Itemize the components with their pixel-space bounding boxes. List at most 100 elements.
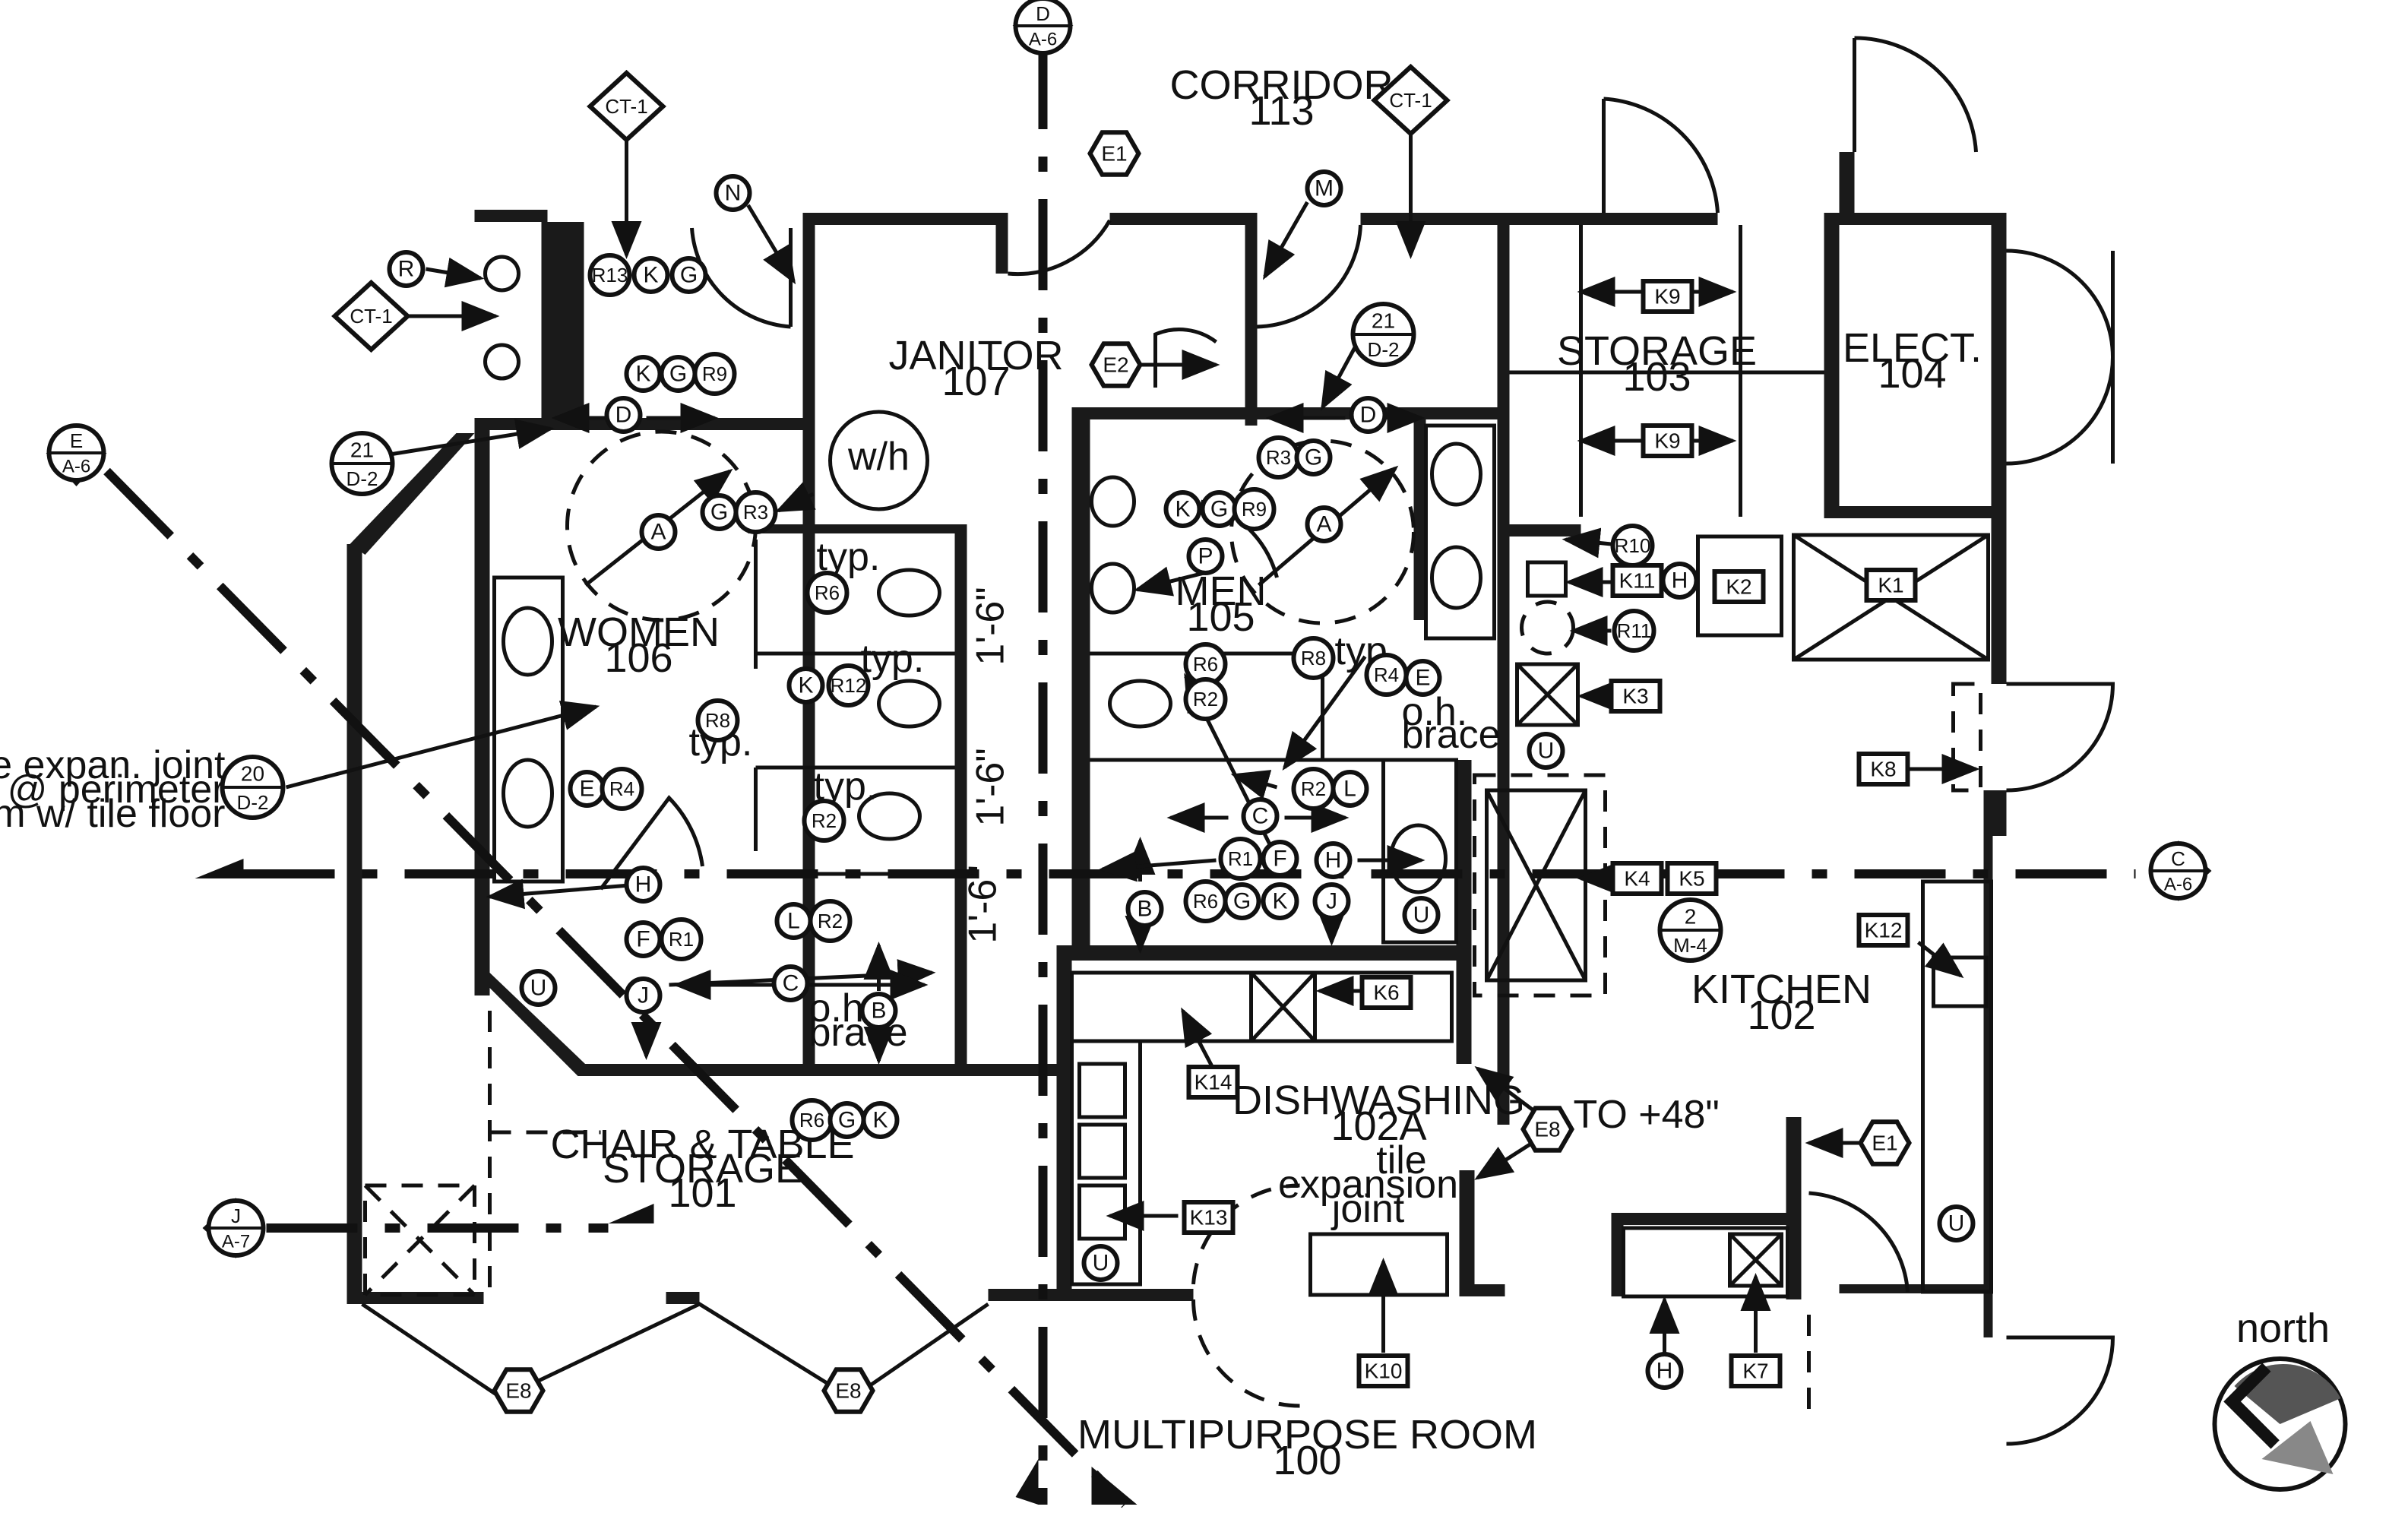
box-tag: K9 bbox=[1641, 279, 1694, 314]
svg-text:A-6: A-6 bbox=[2164, 875, 2192, 895]
circle-tag: C bbox=[1241, 797, 1280, 835]
circle-tag: E bbox=[1403, 659, 1442, 697]
box-tag: K1 bbox=[1864, 568, 1918, 603]
svg-text:21: 21 bbox=[1372, 309, 1395, 333]
circle-tag: K bbox=[624, 355, 663, 393]
svg-text:K: K bbox=[872, 1108, 888, 1133]
svg-text:CT-1: CT-1 bbox=[1389, 89, 1432, 112]
section-lines bbox=[103, 38, 2136, 1508]
svg-text:R10: R10 bbox=[1615, 534, 1651, 557]
svg-text:H: H bbox=[1656, 1359, 1673, 1384]
svg-text:A-7: A-7 bbox=[222, 1232, 250, 1252]
circle-tag: R8 bbox=[695, 698, 740, 742]
svg-text:R4: R4 bbox=[1374, 663, 1399, 686]
svg-text:D: D bbox=[615, 403, 632, 428]
note-wh: w/h bbox=[847, 435, 910, 479]
svg-text:A-6: A-6 bbox=[1029, 30, 1057, 50]
svg-text:R4: R4 bbox=[609, 777, 634, 800]
svg-text:R: R bbox=[398, 257, 415, 282]
diamond-tag: CT-1 bbox=[587, 69, 666, 144]
svg-text:C: C bbox=[1252, 804, 1269, 829]
svg-text:K8: K8 bbox=[1870, 758, 1896, 781]
box-tag: K6 bbox=[1359, 975, 1413, 1010]
box-tag: K13 bbox=[1182, 1200, 1236, 1235]
note-dim-2: 1'-6" bbox=[969, 748, 1013, 827]
svg-text:K1: K1 bbox=[1878, 574, 1903, 597]
circle-tag: U bbox=[1937, 1204, 1976, 1242]
circle-tag: U bbox=[1402, 896, 1441, 934]
room-number-men: 105 bbox=[1186, 594, 1255, 640]
svg-text:R6: R6 bbox=[1193, 653, 1218, 676]
circle-tag: R6 bbox=[1183, 879, 1228, 923]
svg-text:K2: K2 bbox=[1726, 575, 1751, 599]
svg-text:D: D bbox=[1036, 2, 1050, 25]
circle-tag: G bbox=[669, 256, 708, 294]
svg-text:R8: R8 bbox=[1301, 647, 1326, 669]
svg-text:K: K bbox=[798, 673, 813, 698]
circle-tag: R2 bbox=[1291, 767, 1336, 811]
circle-tag: J bbox=[624, 976, 663, 1014]
fixtures bbox=[361, 36, 2115, 1446]
box-tag: K3 bbox=[1609, 679, 1663, 714]
circle-tag: B bbox=[859, 992, 898, 1030]
room-number-women: 106 bbox=[604, 635, 672, 681]
circle-tag: G bbox=[700, 493, 739, 531]
svg-text:H: H bbox=[1325, 848, 1342, 873]
box-tag: K9 bbox=[1641, 423, 1694, 458]
svg-text:R1: R1 bbox=[1228, 847, 1253, 870]
svg-text:R3: R3 bbox=[1266, 446, 1291, 469]
svg-text:K: K bbox=[643, 263, 658, 288]
section-marker: J A-7 bbox=[202, 1198, 266, 1258]
circle-tag: R bbox=[387, 250, 426, 288]
svg-text:E8: E8 bbox=[1534, 1118, 1560, 1141]
section-marker: CA-6 bbox=[2148, 840, 2212, 901]
svg-text:J: J bbox=[231, 1204, 241, 1227]
circle-tag: D bbox=[1349, 396, 1388, 434]
room-name-multipurpose: MULTIPURPOSE ROOM bbox=[1077, 1412, 1537, 1458]
room-number-elect: 104 bbox=[1878, 351, 1946, 397]
svg-text:R12: R12 bbox=[831, 674, 867, 697]
circle-tag: P bbox=[1186, 537, 1225, 575]
notes: tile expan. joint typ. @ perimeter of ro… bbox=[0, 435, 1720, 1231]
circle-tag: R9 bbox=[1232, 487, 1277, 531]
note-dim-1: 1'-6" bbox=[969, 587, 1013, 666]
room-name-storage: STORAGE bbox=[1557, 328, 1757, 374]
circle-tag: G bbox=[1223, 882, 1261, 920]
room-number-corridor: 113 bbox=[1248, 88, 1314, 134]
room-number-multipurpose: 100 bbox=[1273, 1438, 1341, 1483]
svg-text:N: N bbox=[725, 181, 742, 206]
note-tile-exp-1: tile bbox=[1376, 1138, 1426, 1182]
circle-tag: F bbox=[1261, 840, 1299, 878]
svg-text:C: C bbox=[783, 971, 799, 996]
svg-text:E: E bbox=[579, 777, 594, 802]
svg-text:M-4: M-4 bbox=[1673, 934, 1707, 957]
circle-tag: F bbox=[624, 920, 663, 958]
svg-text:A: A bbox=[650, 520, 666, 545]
svg-text:R2: R2 bbox=[812, 809, 837, 832]
svg-text:K9: K9 bbox=[1654, 285, 1680, 309]
svg-text:E8: E8 bbox=[505, 1379, 531, 1403]
note-tile-joint-2: typ. @ perimeter bbox=[0, 768, 226, 812]
box-tag: K4 bbox=[1610, 861, 1664, 896]
box-tag: K12 bbox=[1856, 913, 1910, 948]
svg-text:R6: R6 bbox=[815, 581, 840, 604]
svg-text:K: K bbox=[635, 362, 650, 387]
svg-text:U: U bbox=[1948, 1211, 1965, 1236]
note-typ-2: typ. bbox=[861, 637, 925, 681]
room-name-janitor: JANITOR bbox=[888, 333, 1063, 378]
svg-text:R3: R3 bbox=[743, 501, 768, 524]
svg-text:20: 20 bbox=[241, 762, 264, 786]
svg-text:E2: E2 bbox=[1103, 353, 1128, 377]
svg-text:K10: K10 bbox=[1365, 1359, 1403, 1383]
svg-text:R8: R8 bbox=[705, 709, 730, 732]
svg-text:K5: K5 bbox=[1679, 867, 1704, 891]
svg-text:K4: K4 bbox=[1624, 867, 1650, 891]
svg-text:L: L bbox=[787, 909, 800, 934]
circle-tag: K bbox=[861, 1101, 900, 1139]
svg-text:D: D bbox=[1360, 403, 1377, 428]
svg-text:H: H bbox=[1672, 568, 1688, 593]
circle-tag: R2 bbox=[808, 899, 853, 943]
svg-text:F: F bbox=[1273, 847, 1286, 872]
